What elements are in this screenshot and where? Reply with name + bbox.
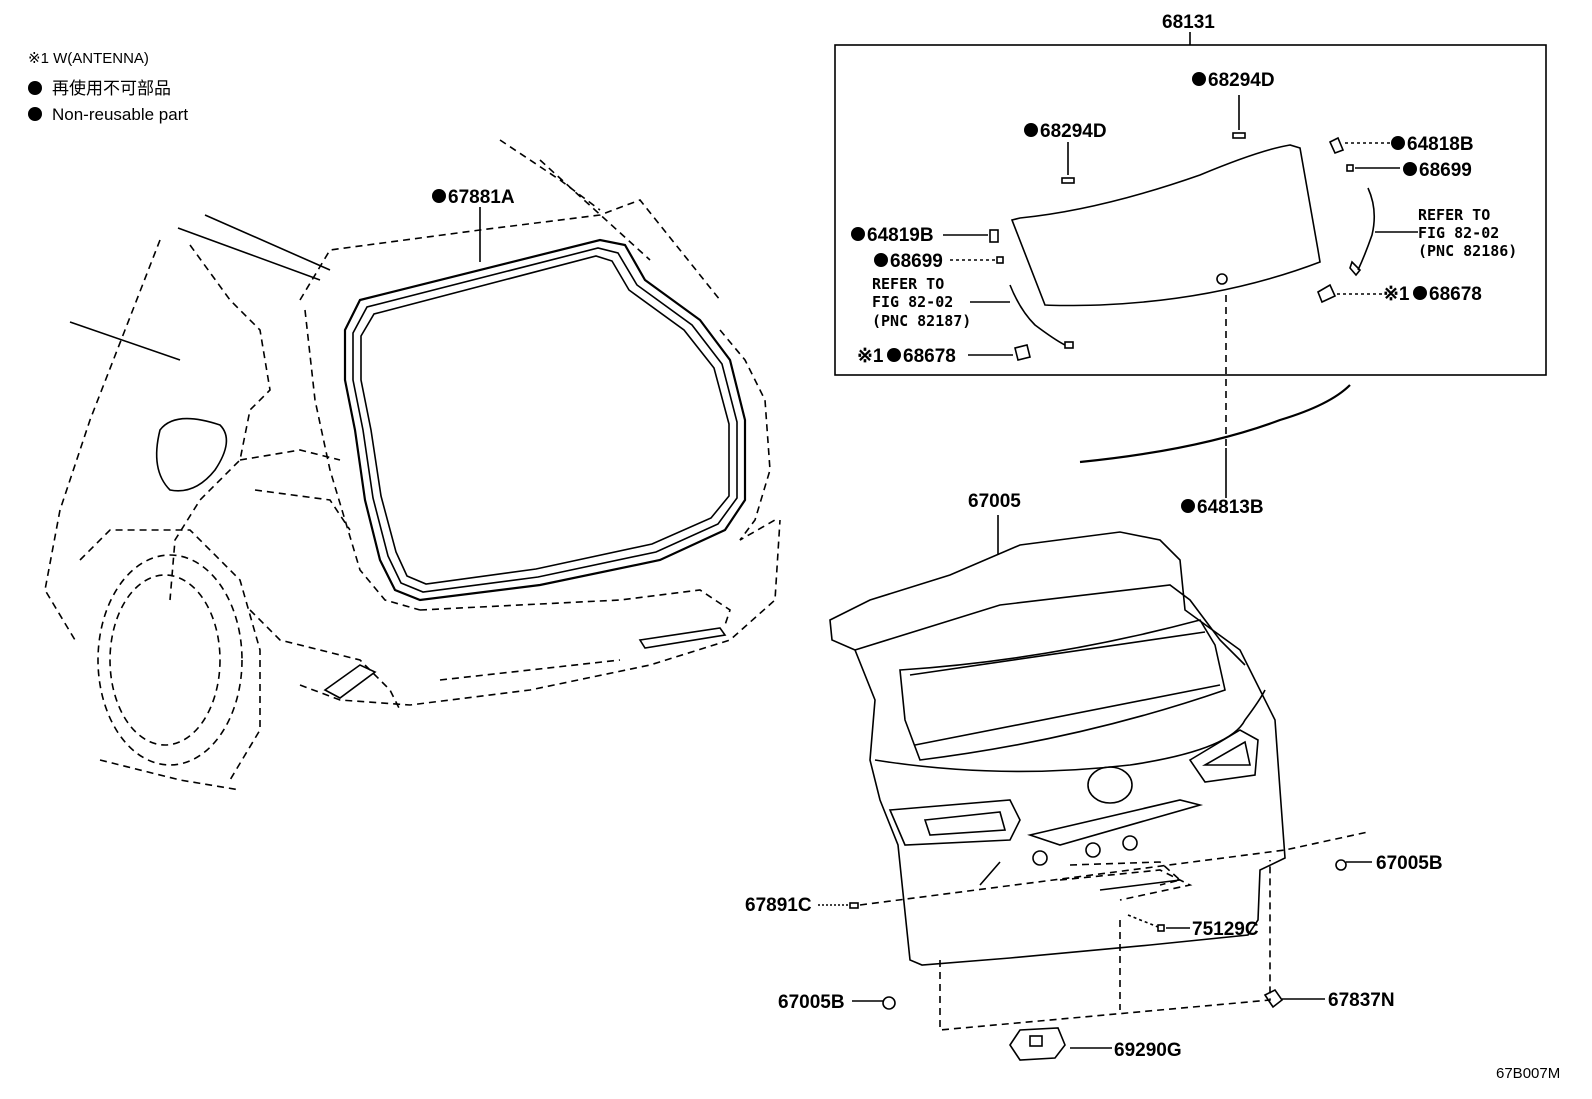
non-reusable-dot-icon <box>874 253 888 267</box>
legend-note: ※1 W(ANTENNA) <box>28 50 149 67</box>
glass-hole-icon <box>1216 273 1228 285</box>
non-reusable-dot-icon <box>1181 499 1195 513</box>
label-64818B: 64818B <box>1407 134 1474 155</box>
label-64819B: 64819B <box>867 225 934 246</box>
non-reusable-dot-icon <box>432 189 446 203</box>
non-reusable-dot-icon <box>1391 136 1405 150</box>
non-reusable-dot-icon <box>28 107 42 121</box>
refer-right-line1: REFER TO <box>1418 206 1490 224</box>
label-64813B: 64813B <box>1197 497 1264 518</box>
back-door-glass <box>1010 144 1321 307</box>
legend-jp: 再使用不可部品 <box>52 78 171 98</box>
rear-window-group <box>834 32 1547 376</box>
refer-left-line2: FIG 82-02 <box>872 293 953 311</box>
back-door-panel <box>829 531 1369 1031</box>
refer-right-line3: (PNC 82186) <box>1418 242 1517 260</box>
label-68678-left: 68678 <box>903 346 956 367</box>
label-67891C: 67891C <box>745 895 812 916</box>
group-box <box>834 44 1547 376</box>
label-67005: 67005 <box>968 491 1021 512</box>
non-reusable-dot-icon <box>1413 286 1427 300</box>
label-68699-left: 68699 <box>890 251 943 272</box>
label-68699-right: 68699 <box>1419 160 1472 181</box>
label-67837N: 67837N <box>1328 990 1395 1011</box>
legend: ※1 W(ANTENNA) 再使用不可部品 Non-reusable part <box>28 50 188 124</box>
non-reusable-dot-icon <box>28 81 42 95</box>
label-67005B-right: 67005B <box>1376 853 1443 874</box>
label-68131: 68131 <box>1162 12 1215 33</box>
non-reusable-dot-icon <box>1024 123 1038 137</box>
label-75129C: 75129C <box>1192 919 1259 940</box>
non-reusable-dot-icon <box>1403 162 1417 176</box>
label-67881A: 67881A <box>448 187 515 208</box>
non-reusable-dot-icon <box>851 227 865 241</box>
mark-1-left: ※1 <box>857 346 884 367</box>
label-68678-right: 68678 <box>1429 284 1482 305</box>
part-labels: 68131 68294D 68294D 64818B 68699 REFER T… <box>432 12 1560 1082</box>
mark-1-right: ※1 <box>1383 284 1410 305</box>
figure-code: 67B007M <box>1496 1065 1560 1082</box>
non-reusable-dot-icon <box>887 348 901 362</box>
non-reusable-dot-icon <box>1192 72 1206 86</box>
refer-left-line3: (PNC 82187) <box>872 312 971 330</box>
vehicle-rear-illustration <box>44 139 781 791</box>
label-67005B-left: 67005B <box>778 992 845 1013</box>
label-68294D-top: 68294D <box>1208 70 1275 91</box>
molding <box>1079 384 1351 464</box>
label-68294D-left: 68294D <box>1040 121 1107 142</box>
switch-part <box>1009 1027 1066 1061</box>
legend-en: Non-reusable part <box>52 105 188 124</box>
refer-right-line2: FIG 82-02 <box>1418 224 1499 242</box>
label-69290G: 69290G <box>1114 1040 1182 1061</box>
refer-left-line1: REFER TO <box>872 275 944 293</box>
